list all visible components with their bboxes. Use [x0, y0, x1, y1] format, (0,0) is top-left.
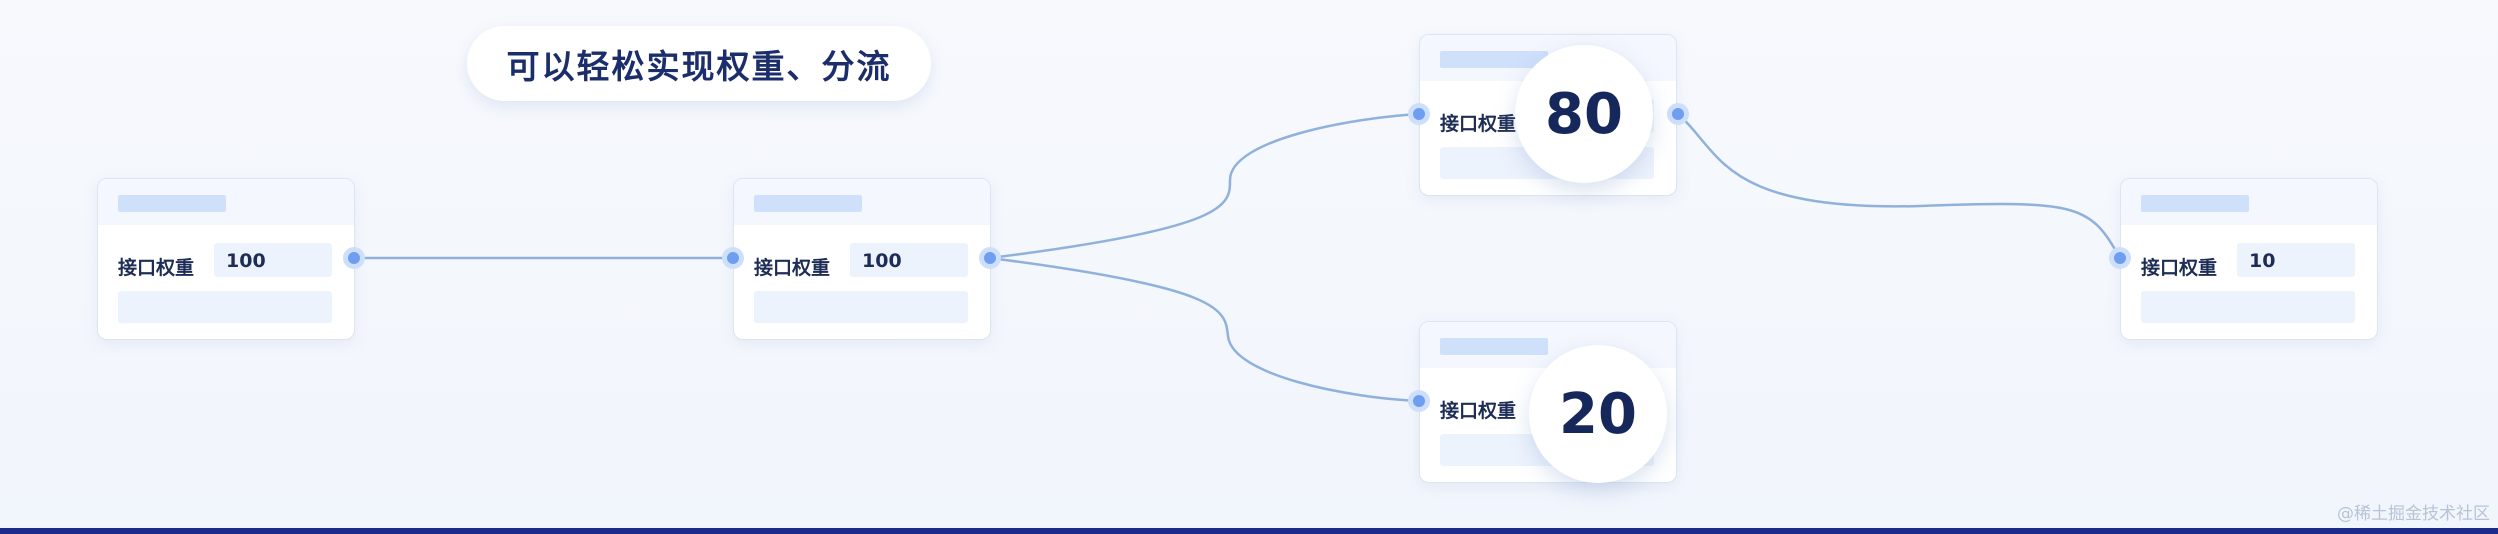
- node-title-placeholder: [118, 195, 226, 212]
- bubble-value: 20: [1559, 381, 1637, 447]
- port-n2-out[interactable]: [979, 247, 1001, 269]
- node-title-placeholder: [1440, 338, 1548, 355]
- node-title-placeholder: [754, 195, 862, 212]
- title-pill: 可以轻松实现权重、分流: [467, 26, 931, 101]
- weight-bubble-20: 20: [1529, 345, 1667, 483]
- node-footer-placeholder: [2141, 291, 2355, 323]
- link-n3-n5: [1677, 113, 2122, 259]
- footer-divider: [0, 528, 2498, 534]
- port-n1-out[interactable]: [343, 247, 365, 269]
- title-text: 可以轻松实现权重、分流: [506, 46, 892, 86]
- node-n5[interactable]: 接口权重 10: [2120, 178, 2378, 340]
- node-header: [2121, 179, 2377, 225]
- node-footer-placeholder: [754, 291, 968, 323]
- node-title-placeholder: [2141, 195, 2249, 212]
- weight-value: 100: [862, 250, 902, 272]
- watermark: @稀土掘金技术社区: [2337, 504, 2490, 524]
- port-n3-out[interactable]: [1667, 103, 1689, 125]
- node-n1[interactable]: 接口权重 100: [97, 178, 355, 340]
- weight-label: 接口权重: [1440, 113, 1517, 135]
- weight-value: 100: [226, 250, 266, 272]
- port-n2-in[interactable]: [722, 247, 744, 269]
- node-title-placeholder: [1440, 51, 1548, 68]
- port-n3-in[interactable]: [1408, 103, 1430, 125]
- node-footer-placeholder: [118, 291, 332, 323]
- weight-label: 接口权重: [754, 257, 831, 279]
- weight-value: 10: [2249, 250, 2276, 272]
- node-n2[interactable]: 接口权重 100: [733, 178, 991, 340]
- node-header: [98, 179, 354, 225]
- port-n5-in[interactable]: [2109, 247, 2131, 269]
- port-n4-in[interactable]: [1408, 390, 1430, 412]
- weight-input[interactable]: 100: [214, 243, 332, 277]
- link-n2-n3: [989, 112, 1420, 260]
- weight-label: 接口权重: [1440, 400, 1517, 422]
- weight-input[interactable]: 10: [2237, 243, 2355, 277]
- node-header: [734, 179, 990, 225]
- bubble-value: 80: [1545, 81, 1623, 147]
- weight-label: 接口权重: [118, 257, 195, 279]
- link-n2-n4: [989, 256, 1420, 403]
- weight-label: 接口权重: [2141, 257, 2218, 279]
- weight-input[interactable]: 100: [850, 243, 968, 277]
- weight-bubble-80: 80: [1515, 45, 1653, 183]
- node-header: [1420, 322, 1676, 368]
